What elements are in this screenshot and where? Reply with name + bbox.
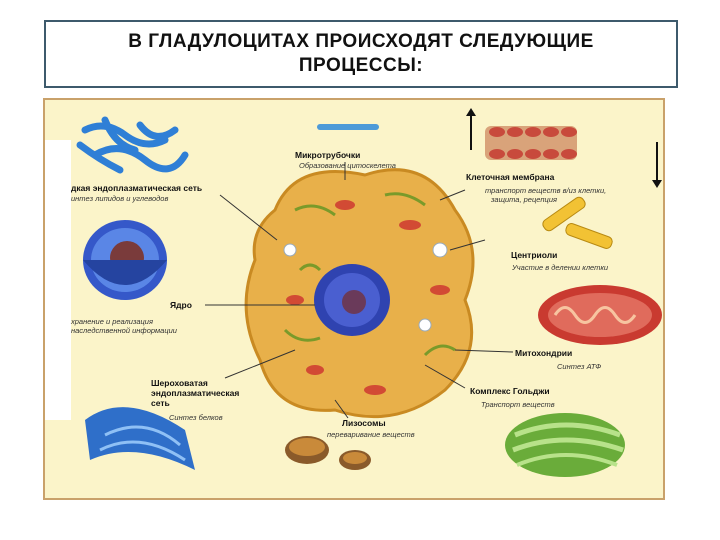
label-lysosomes: Лизосомы <box>342 418 386 428</box>
desc-smooth-er: интез липидов и углеводов <box>71 194 169 203</box>
label-rough-er-3: сеть <box>151 398 170 408</box>
desc-centrioles: Участие в делении клетки <box>512 263 609 272</box>
label-smooth-er: дкая эндоплазматическая сеть <box>71 183 203 193</box>
nucleus-image <box>83 220 167 300</box>
centrioles-image <box>542 196 613 249</box>
desc-lysosomes: переваривание веществ <box>327 430 415 439</box>
smooth-er-image <box>76 116 189 174</box>
desc-golgi: Транспорт веществ <box>481 400 555 409</box>
title-line-1: В ГЛАДУЛОЦИТАХ ПРОИСХОДЯТ СЛЕДУЮЩИЕ <box>128 31 594 52</box>
label-rough-er-1: Шероховатая <box>151 378 208 388</box>
left-white-strip <box>45 140 71 420</box>
label-nucleus: Ядро <box>170 300 192 310</box>
arrow-down-icon <box>652 142 662 188</box>
microtubule-image <box>317 124 379 130</box>
desc-nucleus-2: наследственной информации <box>71 326 177 335</box>
desc-microtubules: Образование цитоскелета <box>299 161 396 170</box>
desc-rough-er: Синтез белков <box>169 413 223 422</box>
rough-er-image <box>85 407 195 470</box>
desc-mitochondria: Синтез АТФ <box>557 362 602 371</box>
label-microtubules: Микротрубочки <box>295 150 361 160</box>
leader-lines <box>205 162 514 419</box>
arrow-up-icon <box>466 108 476 150</box>
label-mitochondria: Митохондрии <box>515 348 573 358</box>
lysosomes-image <box>285 436 371 470</box>
desc-membrane-1: транспорт веществ в/из клетки, <box>485 186 607 195</box>
mitochondrion-image <box>538 285 662 345</box>
cell-diagram: Микротрубочки Образование цитоскелета Кл… <box>43 98 665 500</box>
main-cell <box>244 168 475 419</box>
label-rough-er-2: эндоплазматическая <box>151 388 240 398</box>
golgi-image <box>505 413 625 477</box>
label-centrioles: Центриоли <box>511 250 558 260</box>
label-membrane: Клеточная мембрана <box>466 172 555 182</box>
title-line-2: ПРОЦЕССЫ: <box>298 55 424 76</box>
desc-membrane-2: защита, рецепция <box>491 195 558 204</box>
cell-illustration <box>76 116 662 477</box>
membrane-image <box>485 126 577 160</box>
desc-nucleus-1: хранение и реализация <box>71 317 153 326</box>
label-golgi: Комплекс Гольджи <box>470 386 550 396</box>
title-box: В ГЛАДУЛОЦИТАХ ПРОИСХОДЯТ СЛЕДУЮЩИЕ ПРОЦ… <box>44 20 678 88</box>
